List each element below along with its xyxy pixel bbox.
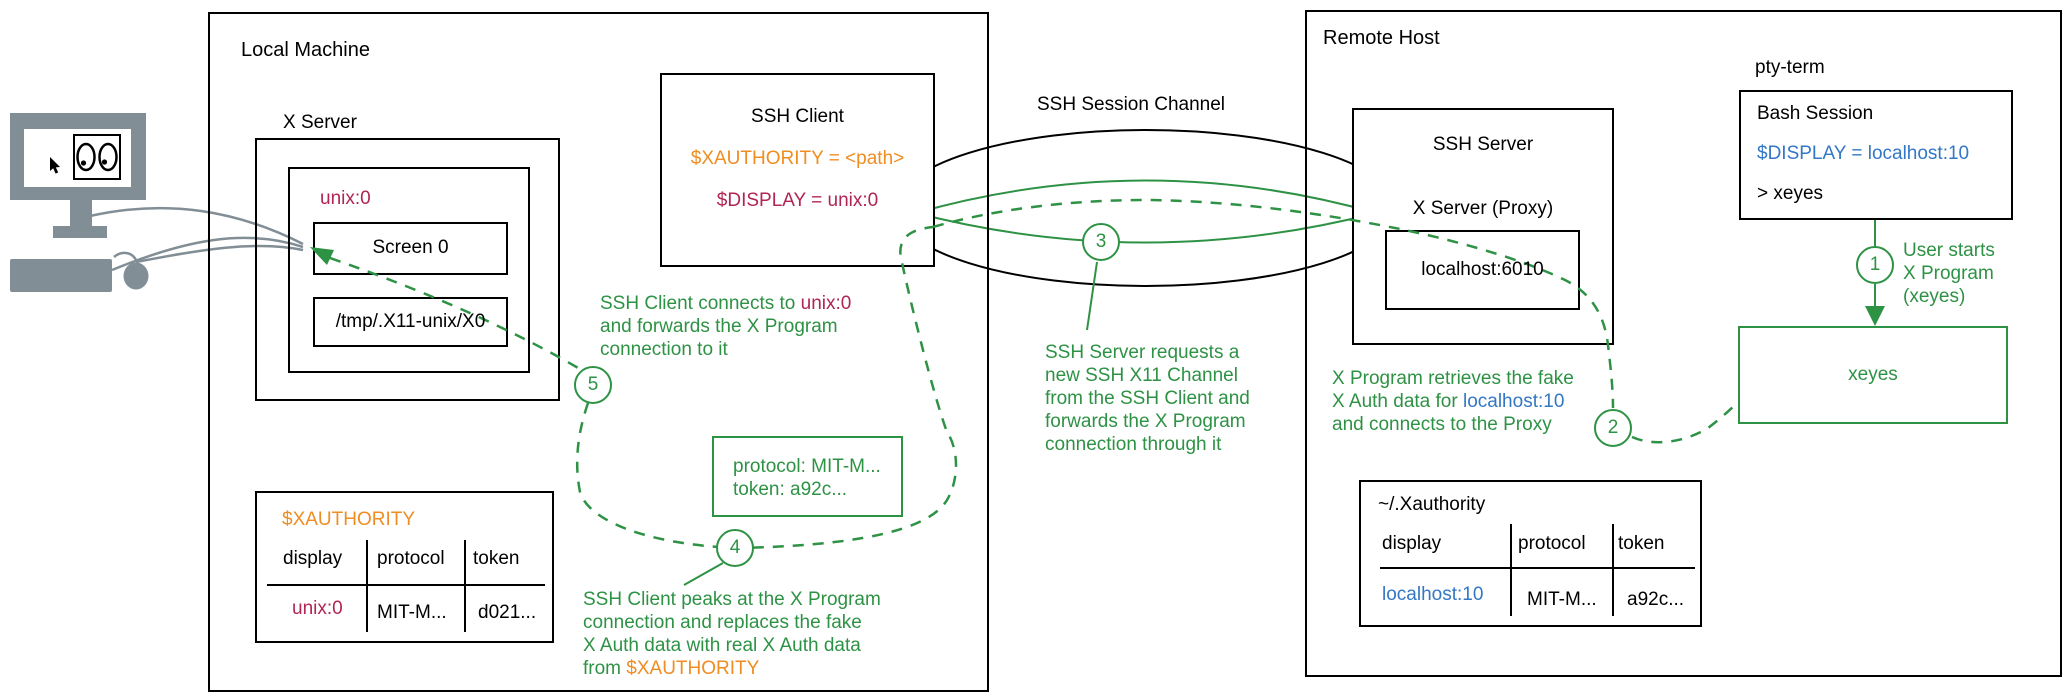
xauth-table-header-rule: [267, 584, 545, 586]
xauth-header-protocol: protocol: [377, 548, 445, 569]
xauth-row-protocol: MIT-M...: [377, 602, 447, 623]
xeyes-left-eye-icon: [76, 142, 96, 172]
ssh-server-title: SSH Server: [1432, 134, 1534, 155]
xauth-header-display: display: [283, 548, 343, 569]
step-4-line-3: X Auth data with real X Auth data: [583, 635, 861, 656]
xauthority-file-divider-2: [1612, 524, 1614, 616]
xauth-row-display: unix:0: [292, 598, 343, 619]
step-1-number: 1: [1869, 254, 1881, 275]
xeyes-right-eye-icon: [98, 142, 118, 172]
step3-pointer-line: [1086, 261, 1098, 331]
rxauth-row-display: localhost:10: [1382, 584, 1484, 605]
mouse-cord: [113, 251, 139, 263]
rxauth-header-protocol: protocol: [1518, 533, 1586, 554]
cursor-icon: [50, 157, 60, 174]
x-server-label: X Server: [283, 112, 357, 133]
xauth-header-token: token: [473, 548, 520, 569]
rxauth-header-token: token: [1618, 533, 1665, 554]
xauth-row-token: d021...: [478, 602, 537, 623]
xauth-table-divider-1: [366, 540, 368, 632]
xauth-table-divider-2: [464, 540, 466, 632]
computer-hardware: [10, 113, 149, 292]
xeyes-box: [1738, 326, 2008, 424]
xauthority-file-title: ~/.Xauthority: [1378, 494, 1486, 515]
step-1-annotation: User starts X Program (xeyes): [1903, 239, 1995, 308]
xeyes-right-pupil: [101, 159, 108, 165]
auth-payload-protocol: protocol: MIT-M...: [733, 456, 881, 477]
step-4-line-4: from $XAUTHORITY: [583, 657, 881, 680]
step-5-line-1-display: unix:0: [800, 293, 852, 314]
step-circle-1: 1: [1856, 246, 1894, 284]
monitor-base: [53, 226, 107, 238]
xauthority-table-box: [255, 491, 554, 643]
local-machine-title: Local Machine: [241, 39, 370, 61]
step-2-line-2-text: X Auth data for: [1332, 391, 1463, 412]
xauthority-file-box: [1359, 480, 1702, 627]
step-2-number: 2: [1607, 417, 1619, 438]
step-circle-3: 3: [1082, 223, 1120, 261]
screen0-label: Screen 0: [372, 237, 449, 258]
step-5-line-3: connection to it: [600, 339, 728, 360]
xeyes-window: [73, 134, 121, 180]
xauthority-file-header-rule: [1380, 567, 1695, 569]
ssh-client-xauthority-var: $XAUTHORITY = <path>: [690, 148, 905, 169]
monitor-screen: [24, 129, 131, 187]
rxauth-row-protocol: MIT-M...: [1527, 589, 1597, 610]
step-circle-2: 2: [1594, 409, 1632, 447]
step-2-line-2-addr: localhost:10: [1462, 391, 1565, 412]
ssh-client-box: [660, 73, 935, 267]
step-5-number: 5: [587, 374, 599, 395]
step-3-line-1: SSH Server requests a: [1045, 342, 1240, 363]
step-3-number: 3: [1095, 231, 1107, 252]
step-3-annotation: SSH Server requests a new SSH X11 Channe…: [1045, 341, 1250, 456]
step-5-line-2: and forwards the X Program: [600, 316, 838, 337]
xauth-table-title: $XAUTHORITY: [282, 509, 416, 530]
step-3-line-3: from the SSH Client and: [1045, 388, 1250, 409]
pty-term-label: pty-term: [1755, 57, 1825, 78]
ssh-session-channel-label: SSH Session Channel: [1037, 94, 1225, 115]
step-1-line-1: User starts: [1903, 240, 1995, 261]
rxauth-row-token: a92c...: [1627, 589, 1685, 610]
step-4-number: 4: [729, 537, 741, 558]
step-3-line-2: new SSH X11 Channel: [1045, 365, 1238, 386]
rxauth-header-display: display: [1382, 533, 1442, 554]
step-4-line-2: connection and replaces the fake: [583, 612, 862, 633]
xeyes-label: xeyes: [1848, 364, 1898, 385]
step-3-line-4: forwards the X Program: [1045, 411, 1246, 432]
mouse: [123, 262, 149, 290]
remote-host-title: Remote Host: [1323, 27, 1440, 49]
step-2-line-2: X Auth data for localhost:10: [1332, 390, 1574, 413]
step-circle-5: 5: [574, 366, 612, 404]
step-5-annotation: SSH Client connects to unix:0 and forwar…: [600, 292, 851, 361]
step-4-line-1: SSH Client peaks at the X Program: [583, 589, 881, 610]
step-2-line-1: X Program retrieves the fake: [1332, 368, 1574, 389]
bash-session-box: [1739, 90, 2013, 220]
auth-payload-token: token: a92c...: [733, 479, 848, 500]
step-5-line-1: SSH Client connects to unix:0: [600, 292, 851, 315]
step-1-line-2: X Program: [1903, 263, 1994, 284]
unix-socket-label: /tmp/.X11-unix/X0: [335, 311, 486, 332]
step-4-line-4-text: from: [583, 658, 627, 679]
xeyes-left-pupil: [80, 160, 87, 166]
step-circle-4: 4: [716, 529, 754, 567]
proxy-listen-addr: localhost:6010: [1421, 259, 1544, 280]
step-1-line-3: (xeyes): [1903, 286, 1966, 307]
bash-display-var: $DISPLAY = localhost:10: [1757, 143, 1970, 164]
bash-command: > xeyes: [1757, 183, 1824, 204]
step-2-annotation: X Program retrieves the fake X Auth data…: [1332, 367, 1574, 436]
x-display-name: unix:0: [320, 188, 371, 209]
step-4-annotation: SSH Client peaks at the X Program connec…: [583, 588, 881, 680]
monitor-stand: [70, 200, 92, 226]
ssh-client-title: SSH Client: [751, 106, 844, 127]
monitor-body: [10, 113, 146, 200]
step-3-line-5: connection through it: [1045, 434, 1222, 455]
bash-session-title: Bash Session: [1757, 103, 1874, 124]
step-2-line-3: and connects to the Proxy: [1332, 414, 1552, 435]
xauthority-file-divider-1: [1510, 524, 1512, 616]
step-5-line-1-text: SSH Client connects to: [600, 293, 801, 314]
keyboard: [10, 259, 112, 292]
x-server-proxy-label: X Server (Proxy): [1412, 198, 1554, 219]
ssh-client-display-var: $DISPLAY = unix:0: [716, 190, 879, 211]
step-4-line-4-var: $XAUTHORITY: [626, 658, 760, 679]
